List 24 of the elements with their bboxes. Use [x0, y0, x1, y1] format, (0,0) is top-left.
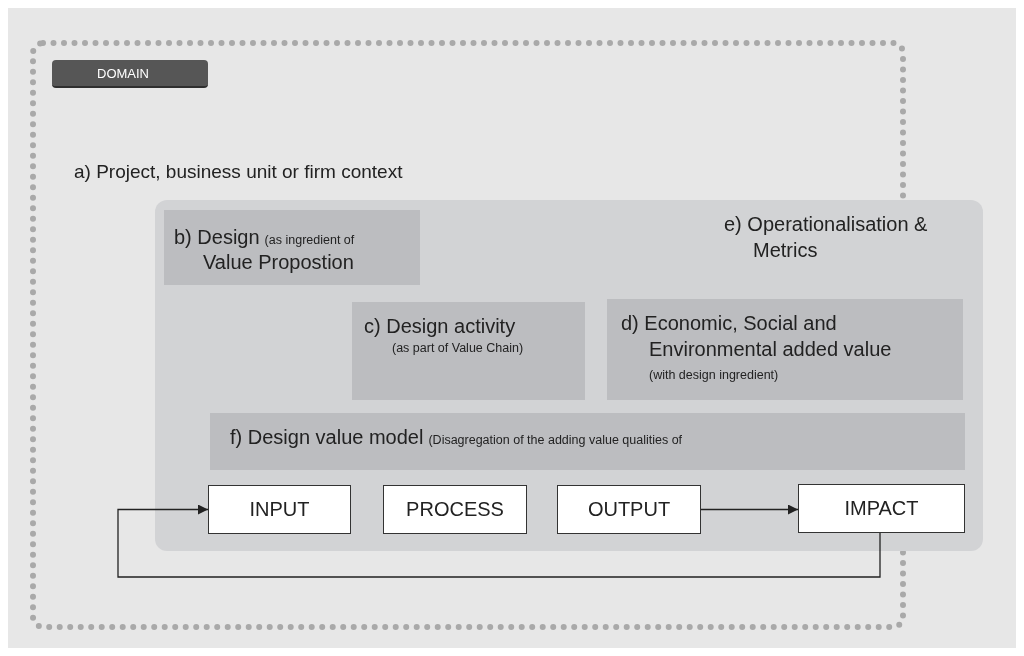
tab-label: DOMAIN [97, 66, 149, 81]
process-step-box [383, 485, 527, 534]
heading: f) Design value model [230, 425, 424, 450]
process-step-box [557, 485, 701, 534]
process-step-box [798, 484, 965, 533]
note: (Disagregation of the adding value qualities of [428, 432, 683, 449]
heading: e) Operationalisation & Metrics [724, 212, 929, 263]
domain-tab [52, 60, 208, 88]
note: (as ingredient of [264, 232, 355, 249]
step-label: INPUT [248, 497, 311, 522]
note: Value Propostion [203, 250, 355, 274]
context-panel [155, 200, 983, 551]
step-label: IMPACT [843, 496, 920, 521]
arrow [700, 504, 799, 515]
arrow [117, 504, 881, 578]
process-step-box [208, 485, 351, 534]
step-label: PROCESS [405, 497, 505, 522]
heading: a) Project, business unit or firm context [74, 161, 403, 183]
step-label: OUTPUT [586, 497, 672, 522]
heading: c) Design activity [364, 314, 517, 339]
note: (as part of Value Chain) [391, 340, 525, 357]
note: (with design ingredient) [648, 367, 780, 384]
heading: b) Design [174, 225, 260, 250]
heading: d) Economic, Social and Environmental added value [621, 311, 893, 362]
